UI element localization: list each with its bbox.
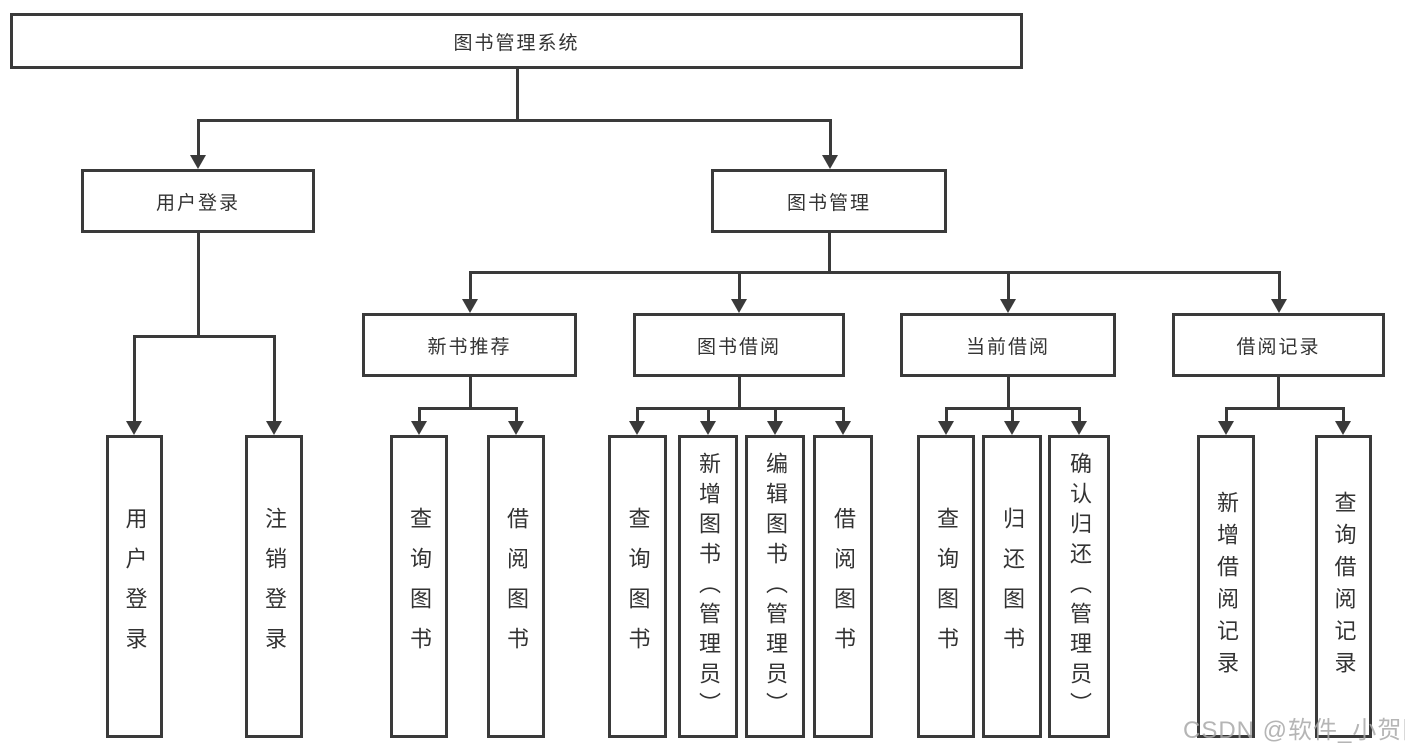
node-label: 查询借阅记录 (1331, 490, 1357, 683)
node-label: 归还图书 (1000, 506, 1025, 667)
node-current-borrow: 当前借阅 (900, 313, 1116, 377)
node-user-login: 用户登录 (81, 169, 315, 233)
connector-line (468, 377, 472, 408)
arrowhead-down-icon (938, 421, 954, 435)
node-book-management: 图书管理 (711, 169, 947, 233)
arrowhead-down-icon (629, 421, 645, 435)
node-label: 用户登录 (122, 506, 148, 667)
arrowhead-down-icon (1004, 421, 1020, 435)
node-label: 查询图书 (934, 506, 959, 667)
arrowhead-down-icon (462, 299, 478, 313)
connector-line (468, 272, 472, 301)
watermark: CSDN @软件_小贺同学 (1183, 717, 1405, 744)
connector-line (196, 233, 200, 336)
node-label: 借阅记录 (1236, 336, 1321, 358)
connector-line (773, 408, 777, 423)
node-confirm-return-admin: 确认归还（管理员） (1048, 435, 1110, 738)
connector-line (1224, 406, 1345, 410)
node-add-books-admin: 新增图书（管理员） (678, 435, 738, 738)
node-label: 新增借阅记录 (1214, 490, 1239, 683)
node-new-book-recommend: 新书推荐 (362, 313, 577, 377)
arrowhead-down-icon (1335, 421, 1351, 435)
node-label: 注销登录 (262, 506, 287, 667)
node-label: 当前借阅 (965, 336, 1050, 358)
connector-line (132, 336, 136, 423)
connector-line (468, 270, 1281, 274)
arrowhead-down-icon (190, 155, 206, 169)
node-query-books-current: 查询图书 (917, 435, 975, 738)
connector-line (635, 406, 845, 410)
node-label: 新增图书（管理员） (696, 451, 721, 722)
arrowhead-down-icon (1218, 421, 1234, 435)
connector-line (272, 336, 276, 423)
connector-line (737, 377, 741, 408)
connector-line (1077, 408, 1081, 423)
connector-line (944, 406, 1081, 410)
arrowhead-down-icon (266, 421, 282, 435)
node-add-borrow-record: 新增借阅记录 (1197, 435, 1255, 738)
arrowhead-down-icon (767, 421, 783, 435)
connector-line (706, 408, 710, 423)
connector-line (1276, 377, 1280, 408)
node-label: 图书管理系统 (453, 32, 580, 54)
connector-line (1010, 408, 1014, 423)
node-user-login-leaf: 用户登录 (106, 435, 163, 738)
node-book-borrow: 图书借阅 (633, 313, 845, 377)
node-edit-books-admin: 编辑图书（管理员） (745, 435, 805, 738)
arrowhead-down-icon (1071, 421, 1087, 435)
node-root: 图书管理系统 (10, 13, 1023, 69)
node-label: 借阅图书 (831, 506, 856, 667)
connector-line (1277, 272, 1281, 301)
node-label: 图书管理 (786, 192, 871, 214)
connector-line (944, 408, 948, 423)
arrowhead-down-icon (835, 421, 851, 435)
connector-line (1006, 272, 1010, 301)
arrowhead-down-icon (411, 421, 427, 435)
connector-line (132, 334, 276, 338)
connector-line (515, 69, 519, 120)
node-label: 新书推荐 (427, 336, 512, 358)
connector-line (828, 120, 832, 157)
node-borrow-books-recommend: 借阅图书 (487, 435, 545, 738)
connector-line (196, 118, 832, 122)
arrowhead-down-icon (822, 155, 838, 169)
connector-line (1224, 408, 1228, 423)
node-borrow-records: 借阅记录 (1172, 313, 1385, 377)
node-label: 编辑图书（管理员） (763, 451, 788, 722)
connector-line (196, 120, 200, 157)
node-borrow-books-borrow: 借阅图书 (813, 435, 873, 738)
connector-line (417, 406, 518, 410)
node-query-borrow-record: 查询借阅记录 (1315, 435, 1372, 738)
arrowhead-down-icon (508, 421, 524, 435)
connector-line (514, 408, 518, 423)
node-label: 借阅图书 (504, 506, 529, 667)
connector-line (1341, 408, 1345, 423)
arrowhead-down-icon (1000, 299, 1016, 313)
node-label: 用户登录 (155, 192, 240, 214)
node-label: 图书借阅 (696, 336, 781, 358)
arrowhead-down-icon (126, 421, 142, 435)
connector-line (1006, 377, 1010, 408)
connector-line (417, 408, 421, 423)
arrowhead-down-icon (731, 299, 747, 313)
node-label: 查询图书 (407, 506, 432, 667)
node-label: 确认归还（管理员） (1067, 451, 1092, 722)
connector-line (635, 408, 639, 423)
connector-line (737, 272, 741, 301)
node-label: 查询图书 (625, 506, 651, 667)
arrowhead-down-icon (1271, 299, 1287, 313)
node-logout-leaf: 注销登录 (245, 435, 303, 738)
connector-line (841, 408, 845, 423)
node-query-books-recommend: 查询图书 (390, 435, 448, 738)
node-return-books: 归还图书 (982, 435, 1042, 738)
node-query-books-borrow: 查询图书 (608, 435, 667, 738)
arrowhead-down-icon (700, 421, 716, 435)
connector-line (827, 233, 831, 272)
